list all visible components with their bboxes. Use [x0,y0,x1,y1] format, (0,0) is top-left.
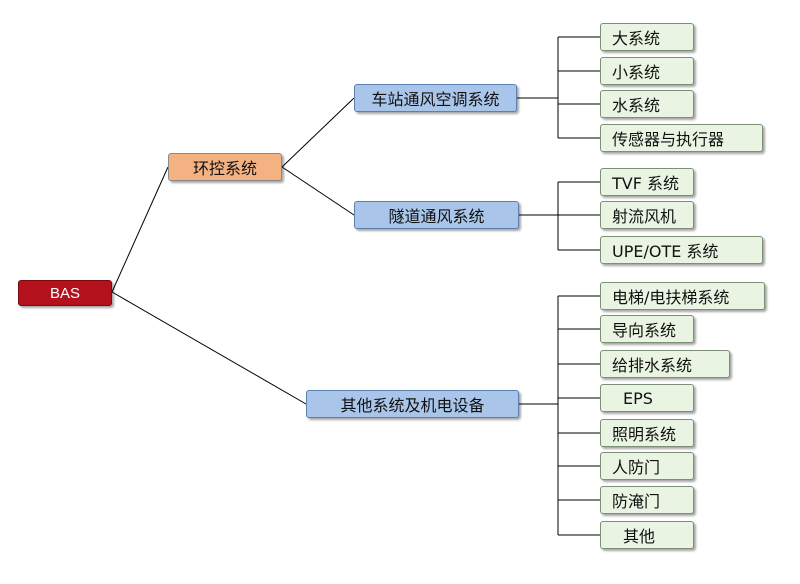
leaf-other-2: 导向系统 [600,315,694,343]
leaf-tunnel-1: TVF 系统 [600,168,694,196]
station-ventilation-node: 车站通风空调系统 [354,84,517,112]
leaf-other-7: 防淹门 [600,486,694,514]
leaf-tunnel-2: 射流风机 [600,201,694,229]
leaf-station-4: 传感器与执行器 [600,124,763,152]
root-node: BAS [18,280,112,306]
leaf-other-4: EPS [600,384,694,412]
leaf-other-5: 照明系统 [600,419,694,447]
leaf-tunnel-3: UPE/OTE 系统 [600,236,763,264]
leaf-station-2: 小系统 [600,57,694,85]
leaf-other-8: 其他 [600,521,694,549]
leaf-station-1: 大系统 [600,23,694,51]
hvac-control-node: 环控系统 [168,153,282,181]
leaf-other-6: 人防门 [600,452,694,480]
leaf-other-1: 电梯/电扶梯系统 [600,282,765,310]
leaf-other-3: 给排水系统 [600,350,730,378]
leaf-station-3: 水系统 [600,90,694,118]
tunnel-ventilation-node: 隧道通风系统 [354,201,519,229]
other-systems-node: 其他系统及机电设备 [306,390,519,418]
